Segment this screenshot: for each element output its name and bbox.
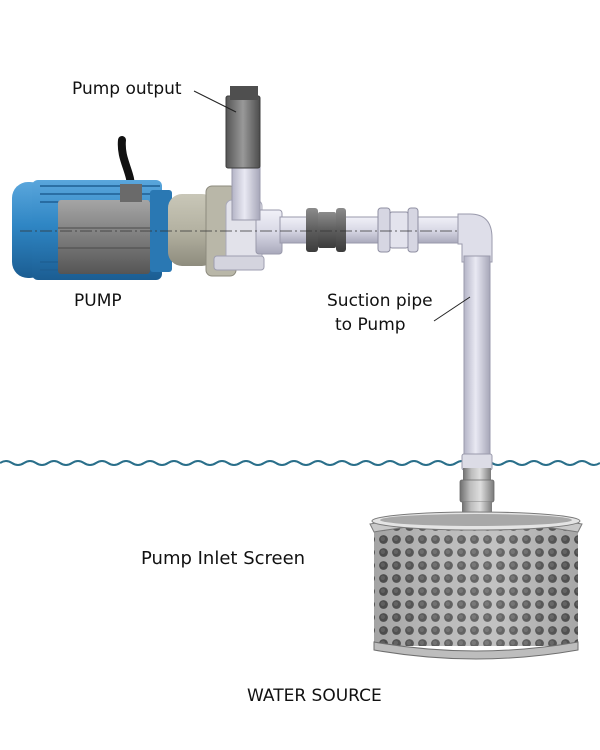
inlet-screen — [369, 511, 583, 660]
pump-label: PUMP — [74, 291, 122, 311]
output-pipe — [225, 86, 261, 221]
suction-pipe-label-line1: Suction pipe — [327, 291, 433, 311]
pump-output-leader — [193, 90, 237, 113]
horizontal-pipe — [20, 207, 486, 253]
pump-output-label: Pump output — [72, 79, 182, 99]
pipe-elbow — [457, 213, 493, 263]
pump-motor — [12, 180, 172, 280]
inlet-screen-label: Pump Inlet Screen — [141, 548, 306, 569]
suction-pipe-label-line2: to Pump — [335, 315, 406, 335]
water-surface-line — [0, 460, 600, 466]
suction-pipe-leader — [433, 296, 471, 322]
suction-pipe-label: Suction pipe to Pump — [327, 289, 433, 337]
vertical-pipe — [459, 255, 495, 512]
water-source-label: WATER SOURCE — [247, 686, 382, 706]
